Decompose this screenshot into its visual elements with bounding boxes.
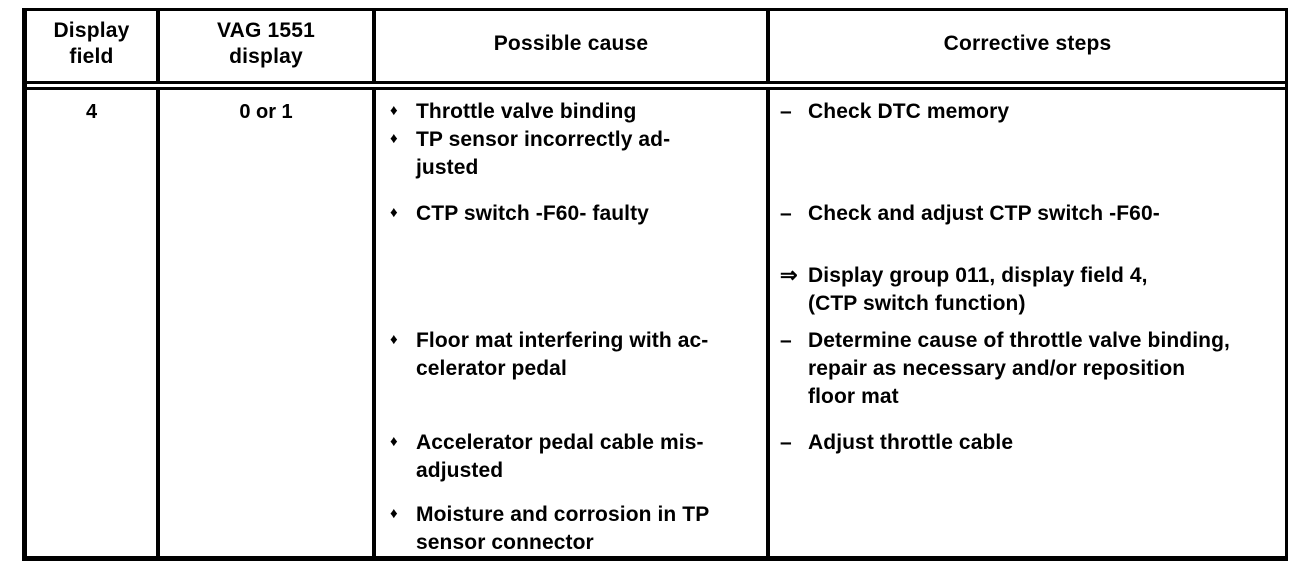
display-field-value: 4 [85, 101, 98, 123]
step-item-4-line1: Determine cause of throttle valve bindin… [808, 329, 1230, 352]
column-header-vag-1551-display-line2: display [229, 45, 303, 68]
dash-marker-icon: – [780, 431, 792, 454]
cause-item-2-text: TP sensor incorrectly ad- justed [416, 126, 758, 182]
header-double-rule [27, 81, 1285, 90]
cause-item-3: ♦ CTP switch -F60- faulty [390, 200, 758, 228]
table-row: 4 0 or 1 ♦ Throttle valve binding ♦ [27, 90, 1285, 556]
cell-display-field: 4 [27, 90, 156, 556]
column-divider-3-body [766, 90, 770, 556]
cause-item-2-line1: TP sensor incorrectly ad- [416, 128, 671, 151]
cause-item-6-line1: Moisture and corrosion in TP [416, 503, 710, 526]
cause-item-6: ♦ Moisture and corrosion in TP sensor co… [390, 501, 758, 557]
column-divider-1 [156, 11, 160, 81]
diagnostic-table: Display field VAG 1551 display Possible … [22, 8, 1288, 561]
vag-1551-display-value: 0 or 1 [239, 101, 293, 123]
cell-vag-1551-display: 0 or 1 [160, 90, 372, 556]
step-item-2-text: Check and adjust CTP switch -F60- [808, 200, 1277, 228]
step-item-2: – Check and adjust CTP switch -F60- [780, 200, 1277, 228]
cell-corrective-steps: – Check DTC memory – Check and adjust CT… [770, 90, 1285, 556]
cause-item-6-text: Moisture and corrosion in TP sensor conn… [416, 501, 758, 557]
step-item-5-line1: Adjust throttle cable [808, 431, 1014, 454]
diamond-bullet-icon: ♦ [390, 130, 398, 147]
table-header-row: Display field VAG 1551 display Possible … [27, 11, 1285, 81]
header-rule-bottom [27, 87, 1285, 90]
header-rule-top [27, 81, 1285, 84]
double-arrow-icon: ⇒ [780, 264, 798, 287]
cause-item-2-line2: justed [416, 156, 479, 180]
column-header-display-field: Display field [27, 11, 156, 81]
step-item-3-text: Display group 011, display field 4, (CTP… [808, 262, 1277, 318]
step-item-3-line2: (CTP switch function) [808, 292, 1026, 316]
step-item-1-line1: Check DTC memory [808, 100, 1010, 123]
cell-possible-cause: ♦ Throttle valve binding ♦ TP sensor inc… [376, 90, 766, 556]
cause-item-1: ♦ Throttle valve binding [390, 98, 758, 126]
diamond-bullet-icon: ♦ [390, 102, 398, 119]
step-item-1-text: Check DTC memory [808, 98, 1277, 126]
column-header-possible-cause: Possible cause [376, 11, 766, 81]
dash-marker-icon: – [780, 100, 792, 123]
dash-marker-icon: – [780, 329, 792, 352]
diamond-bullet-icon: ♦ [390, 331, 398, 348]
cause-item-4: ♦ Floor mat interfering with ac- celerat… [390, 327, 758, 383]
step-item-4-text: Determine cause of throttle valve bindin… [808, 327, 1277, 411]
cause-item-5-line2: adjusted [416, 459, 504, 483]
cause-item-1-line1: Throttle valve binding [416, 100, 637, 123]
cause-item-4-text: Floor mat interfering with ac- celerator… [416, 327, 758, 383]
cause-item-3-text: CTP switch -F60- faulty [416, 200, 758, 228]
column-header-corrective-steps-line1: Corrective steps [943, 32, 1112, 56]
step-item-3-line1: Display group 011, display field 4, [808, 264, 1148, 287]
cause-item-6-line2: sensor connector [416, 531, 594, 555]
dash-marker-icon: – [780, 202, 792, 225]
column-divider-3 [766, 11, 770, 81]
cause-item-4-line1: Floor mat interfering with ac- [416, 329, 709, 352]
column-header-display-field-line2: field [69, 45, 114, 68]
column-divider-2-body [372, 90, 376, 556]
step-item-4-line2: repair as necessary and/or reposition [808, 357, 1186, 381]
diamond-bullet-icon: ♦ [390, 204, 398, 221]
column-header-corrective-steps: Corrective steps [770, 11, 1285, 81]
column-header-display-field-line1: Display [53, 19, 130, 43]
step-item-4: – Determine cause of throttle valve bind… [780, 327, 1277, 411]
column-divider-1-body [156, 90, 160, 556]
step-item-3: ⇒ Display group 011, display field 4, (C… [780, 262, 1277, 318]
column-divider-2 [372, 11, 376, 81]
column-header-vag-1551-display: VAG 1551 display [160, 11, 372, 81]
cause-item-2: ♦ TP sensor incorrectly ad- justed [390, 126, 758, 182]
step-item-4-line3: floor mat [808, 385, 899, 409]
step-item-5-text: Adjust throttle cable [808, 429, 1277, 457]
cause-item-5-text: Accelerator pedal cable mis- adjusted [416, 429, 758, 485]
diamond-bullet-icon: ♦ [390, 433, 398, 450]
step-item-1: – Check DTC memory [780, 98, 1277, 126]
cause-item-3-line1: CTP switch -F60- faulty [416, 202, 649, 225]
cause-item-4-line2: celerator pedal [416, 357, 567, 381]
step-item-2-line1: Check and adjust CTP switch -F60- [808, 202, 1160, 225]
column-header-possible-cause-line1: Possible cause [493, 32, 649, 56]
cause-item-5: ♦ Accelerator pedal cable mis- adjusted [390, 429, 758, 485]
cause-item-5-line1: Accelerator pedal cable mis- [416, 431, 704, 454]
step-item-5: – Adjust throttle cable [780, 429, 1277, 457]
column-header-vag-1551-display-line1: VAG 1551 [216, 19, 316, 43]
cause-item-1-text: Throttle valve binding [416, 98, 758, 126]
diamond-bullet-icon: ♦ [390, 505, 398, 522]
